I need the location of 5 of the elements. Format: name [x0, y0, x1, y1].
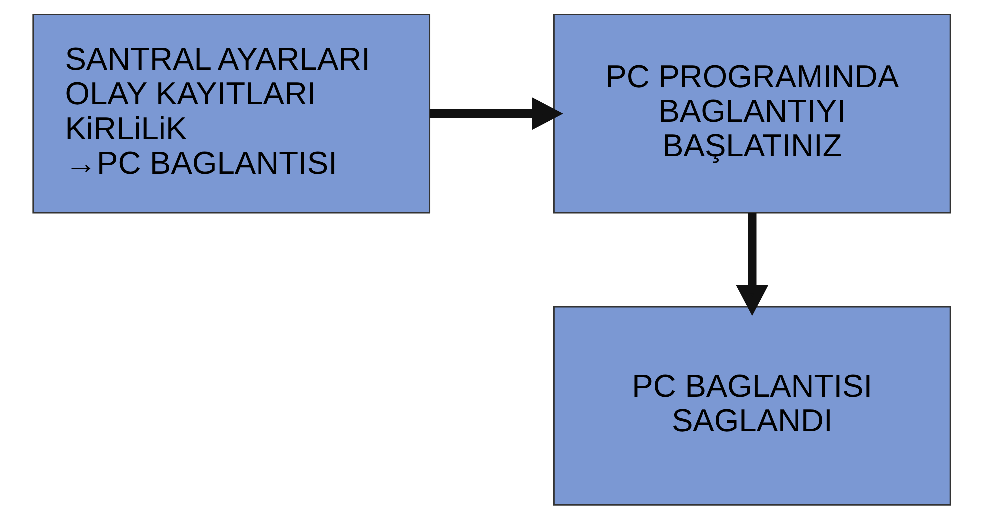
node-box: SANTRAL AYARLARI OLAY KAYITLARI KiRLiLiK →PC BAGLANTISI — [32, 14, 431, 214]
node-box: PC PROGRAMINDA BAGLANTIYI BAŞLATINIZ — [553, 14, 952, 214]
node-box: PC BAGLANTISI SAGLANDI — [553, 306, 952, 506]
arrow — [430, 97, 564, 130]
arrow — [736, 212, 769, 316]
